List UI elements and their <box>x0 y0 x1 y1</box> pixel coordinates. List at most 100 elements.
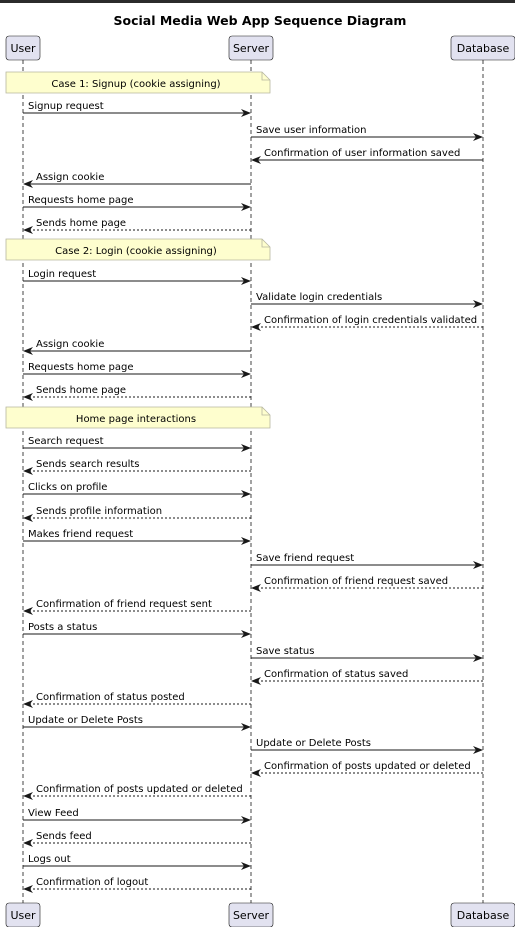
participant-label: User <box>10 909 36 922</box>
participant-db-bottom: Database <box>450 902 515 927</box>
message-label: Update or Delete Posts <box>28 715 143 726</box>
message-label: Assign cookie <box>36 172 104 183</box>
message-4: Assign cookie <box>23 172 251 188</box>
message-2: Save user information <box>251 125 483 141</box>
message-label: Sends home page <box>36 385 126 396</box>
message-30: Sends feed <box>23 831 251 847</box>
message-label: Confirmation of friend request saved <box>264 576 448 587</box>
message-31: Logs out <box>23 854 251 870</box>
message-label: Sends profile information <box>36 506 162 517</box>
message-1: Signup request <box>23 101 251 117</box>
message-6: Sends home page <box>23 218 251 234</box>
lifelines <box>22 60 484 903</box>
note-box <box>5 406 271 429</box>
message-label: Sends feed <box>36 831 92 842</box>
message-23: Confirmation of status saved <box>251 669 483 685</box>
note-label: Home page interactions <box>76 414 196 425</box>
message-label: Confirmation of status saved <box>264 669 408 680</box>
message-5: Requests home page <box>23 195 251 211</box>
note-2: Case 2: Login (cookie assigning) <box>5 238 271 261</box>
message-10: Assign cookie <box>23 339 251 355</box>
note-box <box>5 238 271 261</box>
message-17: Makes friend request <box>23 529 251 545</box>
participant-box <box>450 902 515 927</box>
message-label: Signup request <box>28 101 104 112</box>
note-1: Case 1: Signup (cookie assigning) <box>5 71 271 94</box>
message-label: Logs out <box>28 854 71 865</box>
top-bar <box>0 0 515 3</box>
message-15: Clicks on profile <box>23 482 251 498</box>
message-label: Save friend request <box>256 553 354 564</box>
participant-label: Database <box>457 42 510 55</box>
participant-db-top: Database <box>450 35 515 61</box>
participant-user-top: User <box>5 35 41 61</box>
note-fold <box>261 239 270 248</box>
participant-box <box>5 35 41 61</box>
message-26: Update or Delete Posts <box>251 738 483 754</box>
note-3: Home page interactions <box>5 406 271 429</box>
note-box <box>5 71 271 94</box>
note-label: Case 1: Signup (cookie assigning) <box>51 79 220 90</box>
message-label: View Feed <box>28 808 79 819</box>
message-8: Validate login credentials <box>251 292 483 308</box>
participant-box <box>228 35 274 61</box>
message-22: Save status <box>251 646 483 662</box>
message-18: Save friend request <box>251 553 483 569</box>
note-label: Case 2: Login (cookie assigning) <box>55 246 217 257</box>
message-label: Requests home page <box>28 362 134 373</box>
message-label: Save status <box>256 646 314 657</box>
message-11: Requests home page <box>23 362 251 378</box>
message-12: Sends home page <box>23 385 251 401</box>
participant-label: Database <box>457 909 510 922</box>
message-32: Confirmation of logout <box>23 877 251 893</box>
participant-box <box>228 902 274 927</box>
message-20: Confirmation of friend request sent <box>23 599 251 615</box>
message-label: Confirmation of login credentials valida… <box>264 315 477 326</box>
message-label: Confirmation of user information saved <box>264 148 460 159</box>
message-label: Assign cookie <box>36 339 104 350</box>
participant-label: Server <box>233 42 270 55</box>
message-label: Update or Delete Posts <box>256 738 371 749</box>
note-fold <box>261 407 270 416</box>
participant-label: Server <box>233 909 270 922</box>
message-label: Confirmation of status posted <box>36 692 185 703</box>
message-7: Login request <box>23 269 251 285</box>
message-27: Confirmation of posts updated or deleted <box>251 761 483 777</box>
participant-server-bottom: Server <box>228 902 274 927</box>
message-21: Posts a status <box>23 622 251 638</box>
message-label: Posts a status <box>28 622 97 633</box>
participant-box <box>450 35 515 61</box>
message-label: Makes friend request <box>28 529 133 540</box>
message-label: Save user information <box>256 125 366 136</box>
message-label: Search request <box>28 436 104 447</box>
message-label: Confirmation of posts updated or deleted <box>264 761 471 772</box>
message-label: Confirmation of logout <box>36 877 148 888</box>
message-label: Confirmation of friend request sent <box>36 599 212 610</box>
participant-server-top: Server <box>228 35 274 61</box>
participant-user-bottom: User <box>5 902 41 927</box>
message-25: Update or Delete Posts <box>23 715 251 731</box>
message-14: Sends search results <box>23 459 251 475</box>
notes: Case 1: Signup (cookie assigning) Case 2:… <box>5 71 271 429</box>
message-16: Sends profile information <box>23 506 251 522</box>
note-fold <box>261 72 270 81</box>
message-label: Validate login credentials <box>256 292 382 303</box>
message-29: View Feed <box>23 808 251 824</box>
message-13: Search request <box>23 436 251 452</box>
participant-label: User <box>10 42 36 55</box>
message-label: Sends search results <box>36 459 139 470</box>
diagram-title: Social Media Web App Sequence Diagram <box>114 13 407 28</box>
participant-box <box>5 902 41 927</box>
message-label: Clicks on profile <box>28 482 107 493</box>
message-label: Login request <box>28 269 96 280</box>
message-24: Confirmation of status posted <box>23 692 251 708</box>
message-label: Requests home page <box>28 195 134 206</box>
message-label: Confirmation of posts updated or deleted <box>36 784 243 795</box>
message-3: Confirmation of user information saved <box>251 148 483 164</box>
message-28: Confirmation of posts updated or deleted <box>23 784 251 800</box>
message-19: Confirmation of friend request saved <box>251 576 483 592</box>
